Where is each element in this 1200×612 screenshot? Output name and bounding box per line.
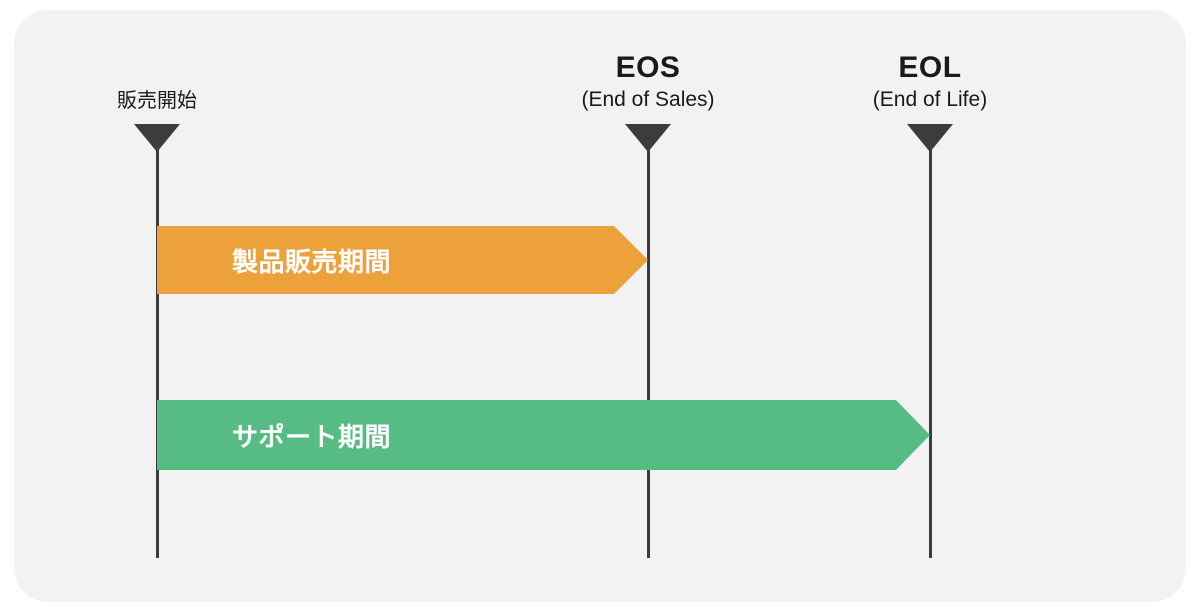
diagram-panel (14, 10, 1186, 602)
period-bar-label-product-sales: 製品販売期間 (232, 246, 392, 277)
milestone-label-eos: EOS (End of Sales) (581, 50, 714, 114)
milestone-label-eol: EOL (End of Life) (873, 50, 987, 114)
milestone-rule-eos (646, 136, 650, 558)
period-bar-product-sales: 製品販売期間 (157, 226, 648, 294)
milestone-rule-sales-start (155, 136, 159, 558)
period-bar-label-support: サポート期間 (232, 421, 392, 452)
milestone-sublabel-eol: (End of Life) (872, 88, 988, 111)
milestone-abbr-eos: EOS (615, 51, 681, 84)
period-bar-support: サポート期間 (157, 400, 930, 470)
milestone-label-sales-start: 販売開始 (117, 90, 197, 112)
period-bar-arrow-shape (157, 226, 648, 294)
period-bar-arrow-shape (157, 400, 930, 470)
milestone-abbr-eol: EOL (898, 51, 962, 84)
milestone-rule-eol (928, 136, 932, 558)
milestone-sublabel-eos: (End of Sales) (581, 88, 715, 111)
